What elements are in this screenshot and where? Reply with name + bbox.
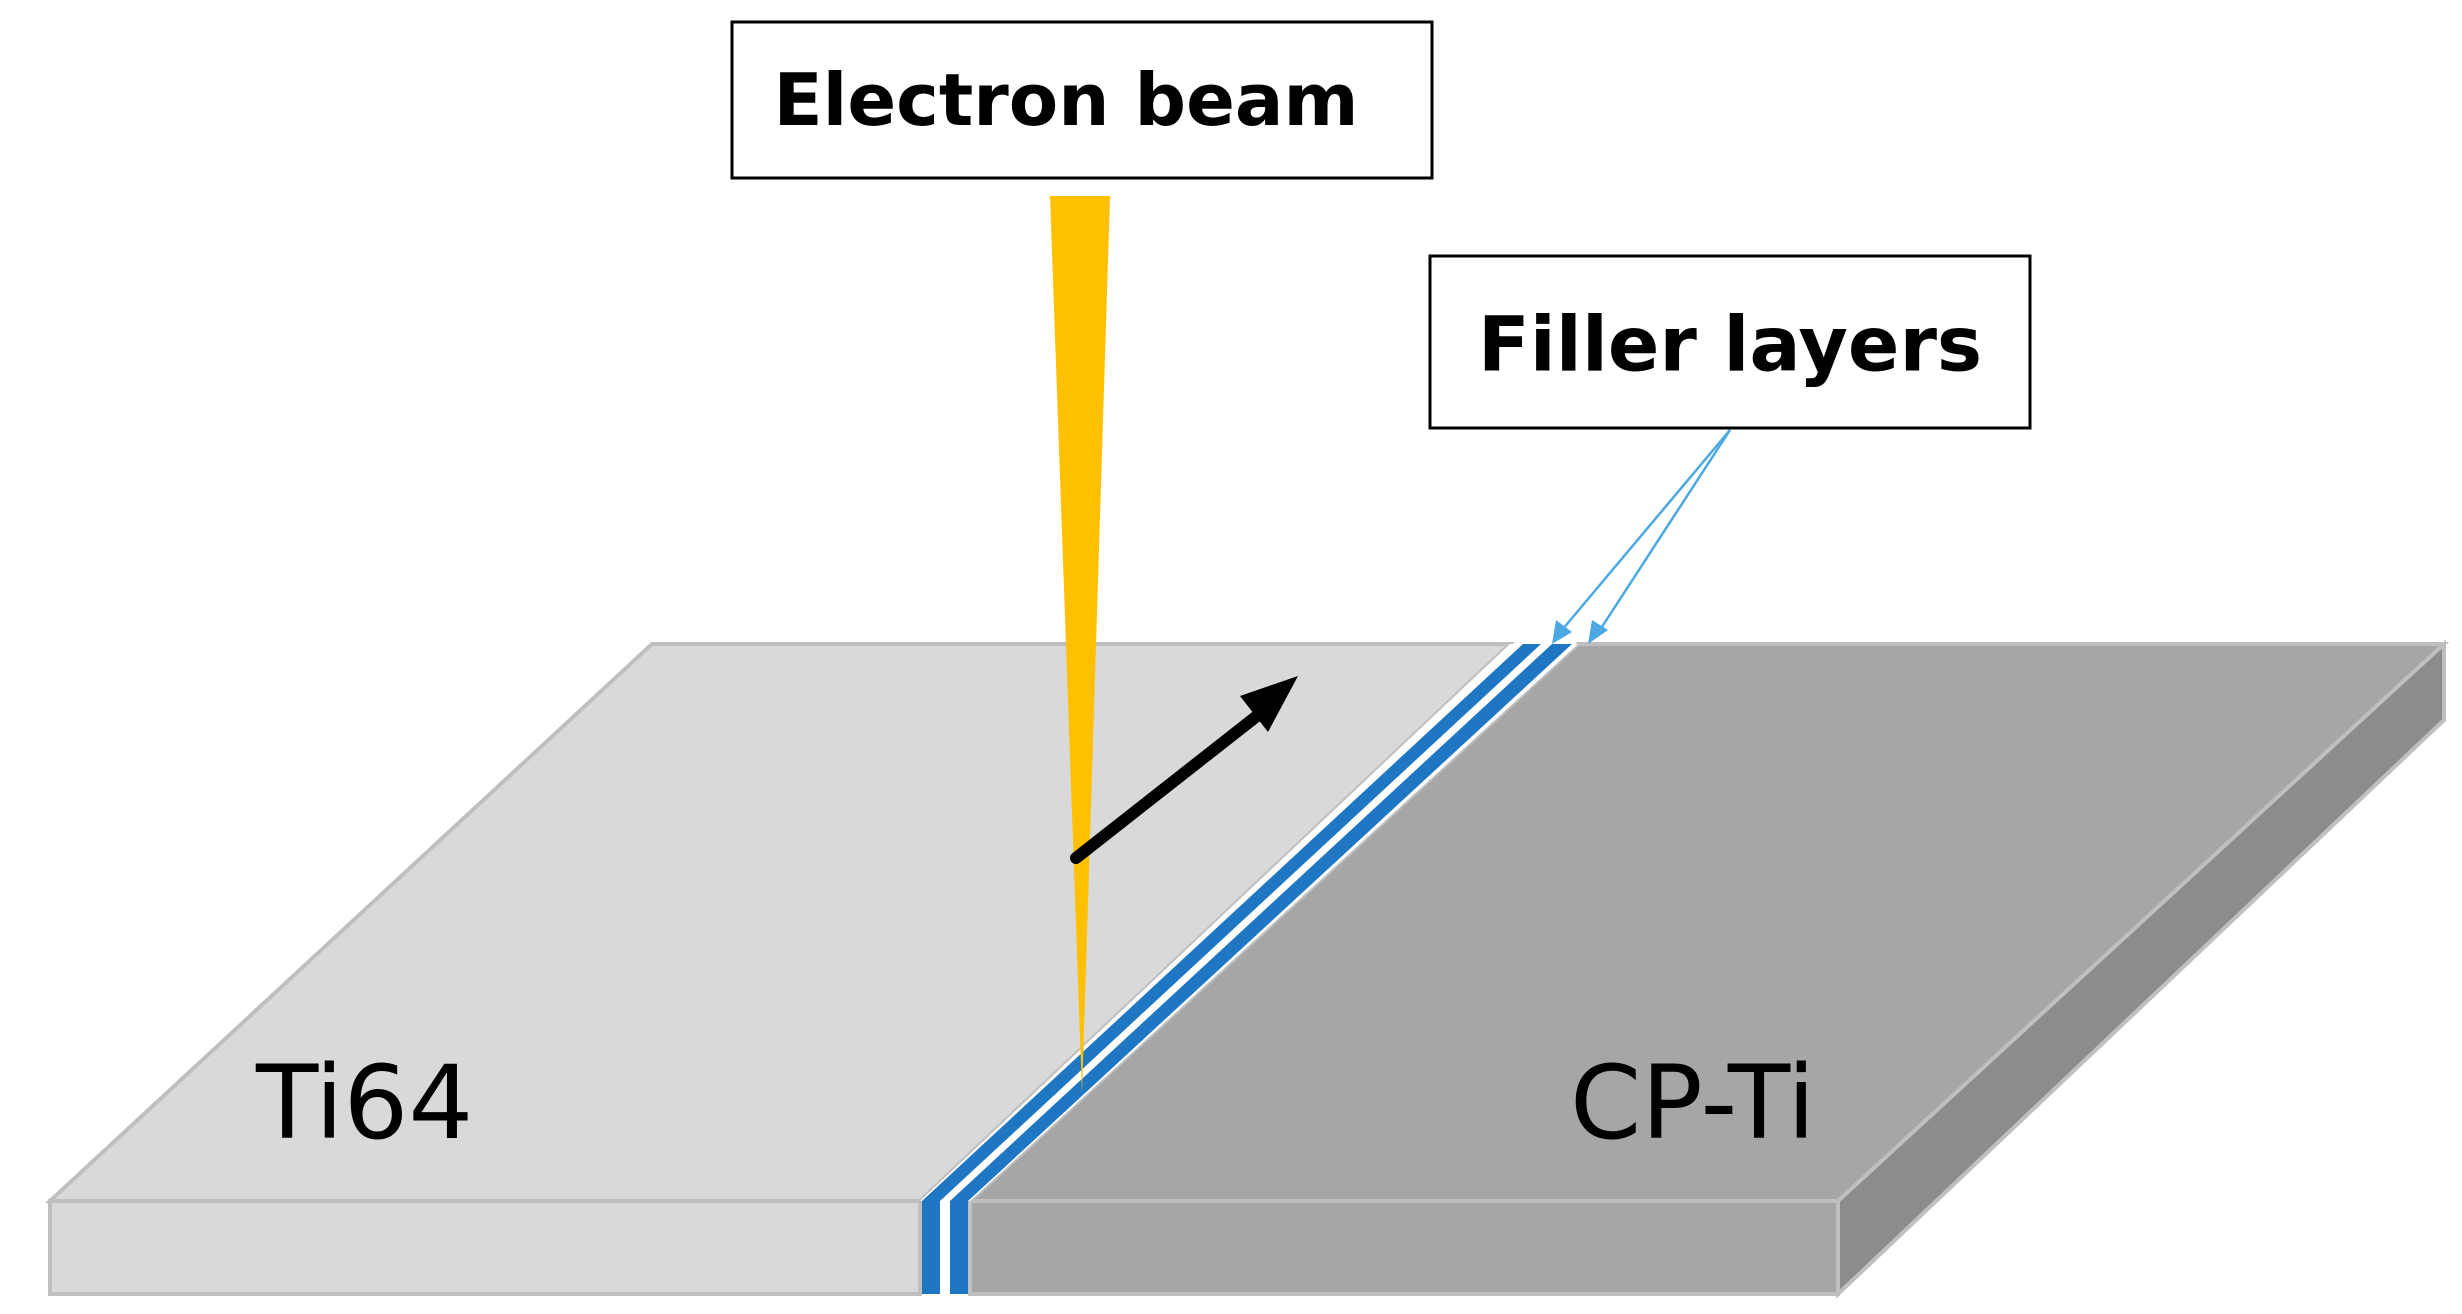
- ti64-label: Ti64: [255, 1044, 473, 1163]
- filler-layers-joint: [920, 644, 1578, 1294]
- electron-beam-callout: Electron beam: [730, 20, 1434, 180]
- left-plate-ti64: [44, 642, 1516, 1296]
- filler-layer-1-front: [922, 1201, 940, 1294]
- right-plate-cp-ti: [964, 639, 2450, 1299]
- electron-beam-cone: [1050, 196, 1110, 1094]
- electron-beam-label: Electron beam: [773, 58, 1358, 142]
- leader-arrowhead-2: [1588, 620, 1608, 644]
- filler-layer-2-front: [950, 1201, 968, 1294]
- arrow-head: [1240, 676, 1298, 732]
- electron-beam-callout-box: [730, 20, 1434, 180]
- filler-layers-label: Filler layers: [1478, 300, 1982, 389]
- travel-direction-arrow: [1070, 676, 1298, 864]
- filler-leader-lines: [1552, 429, 1732, 644]
- right-plate-front-face: [968, 1199, 1840, 1296]
- filler-layer-2: [950, 644, 1572, 1201]
- leader-line-1: [1561, 429, 1731, 631]
- cp-ti-label: CP-Ti: [1570, 1044, 1815, 1163]
- left-plate-front-face: [48, 1199, 922, 1296]
- leader-arrowhead-1: [1552, 620, 1572, 644]
- leader-line-2: [1594, 429, 1732, 637]
- arrow-shaft: [1070, 706, 1268, 864]
- filler-layers-callout: Filler layers: [1428, 254, 2032, 430]
- filler-layers-callout-box: [1428, 254, 2032, 430]
- filler-layer-1: [922, 644, 1541, 1201]
